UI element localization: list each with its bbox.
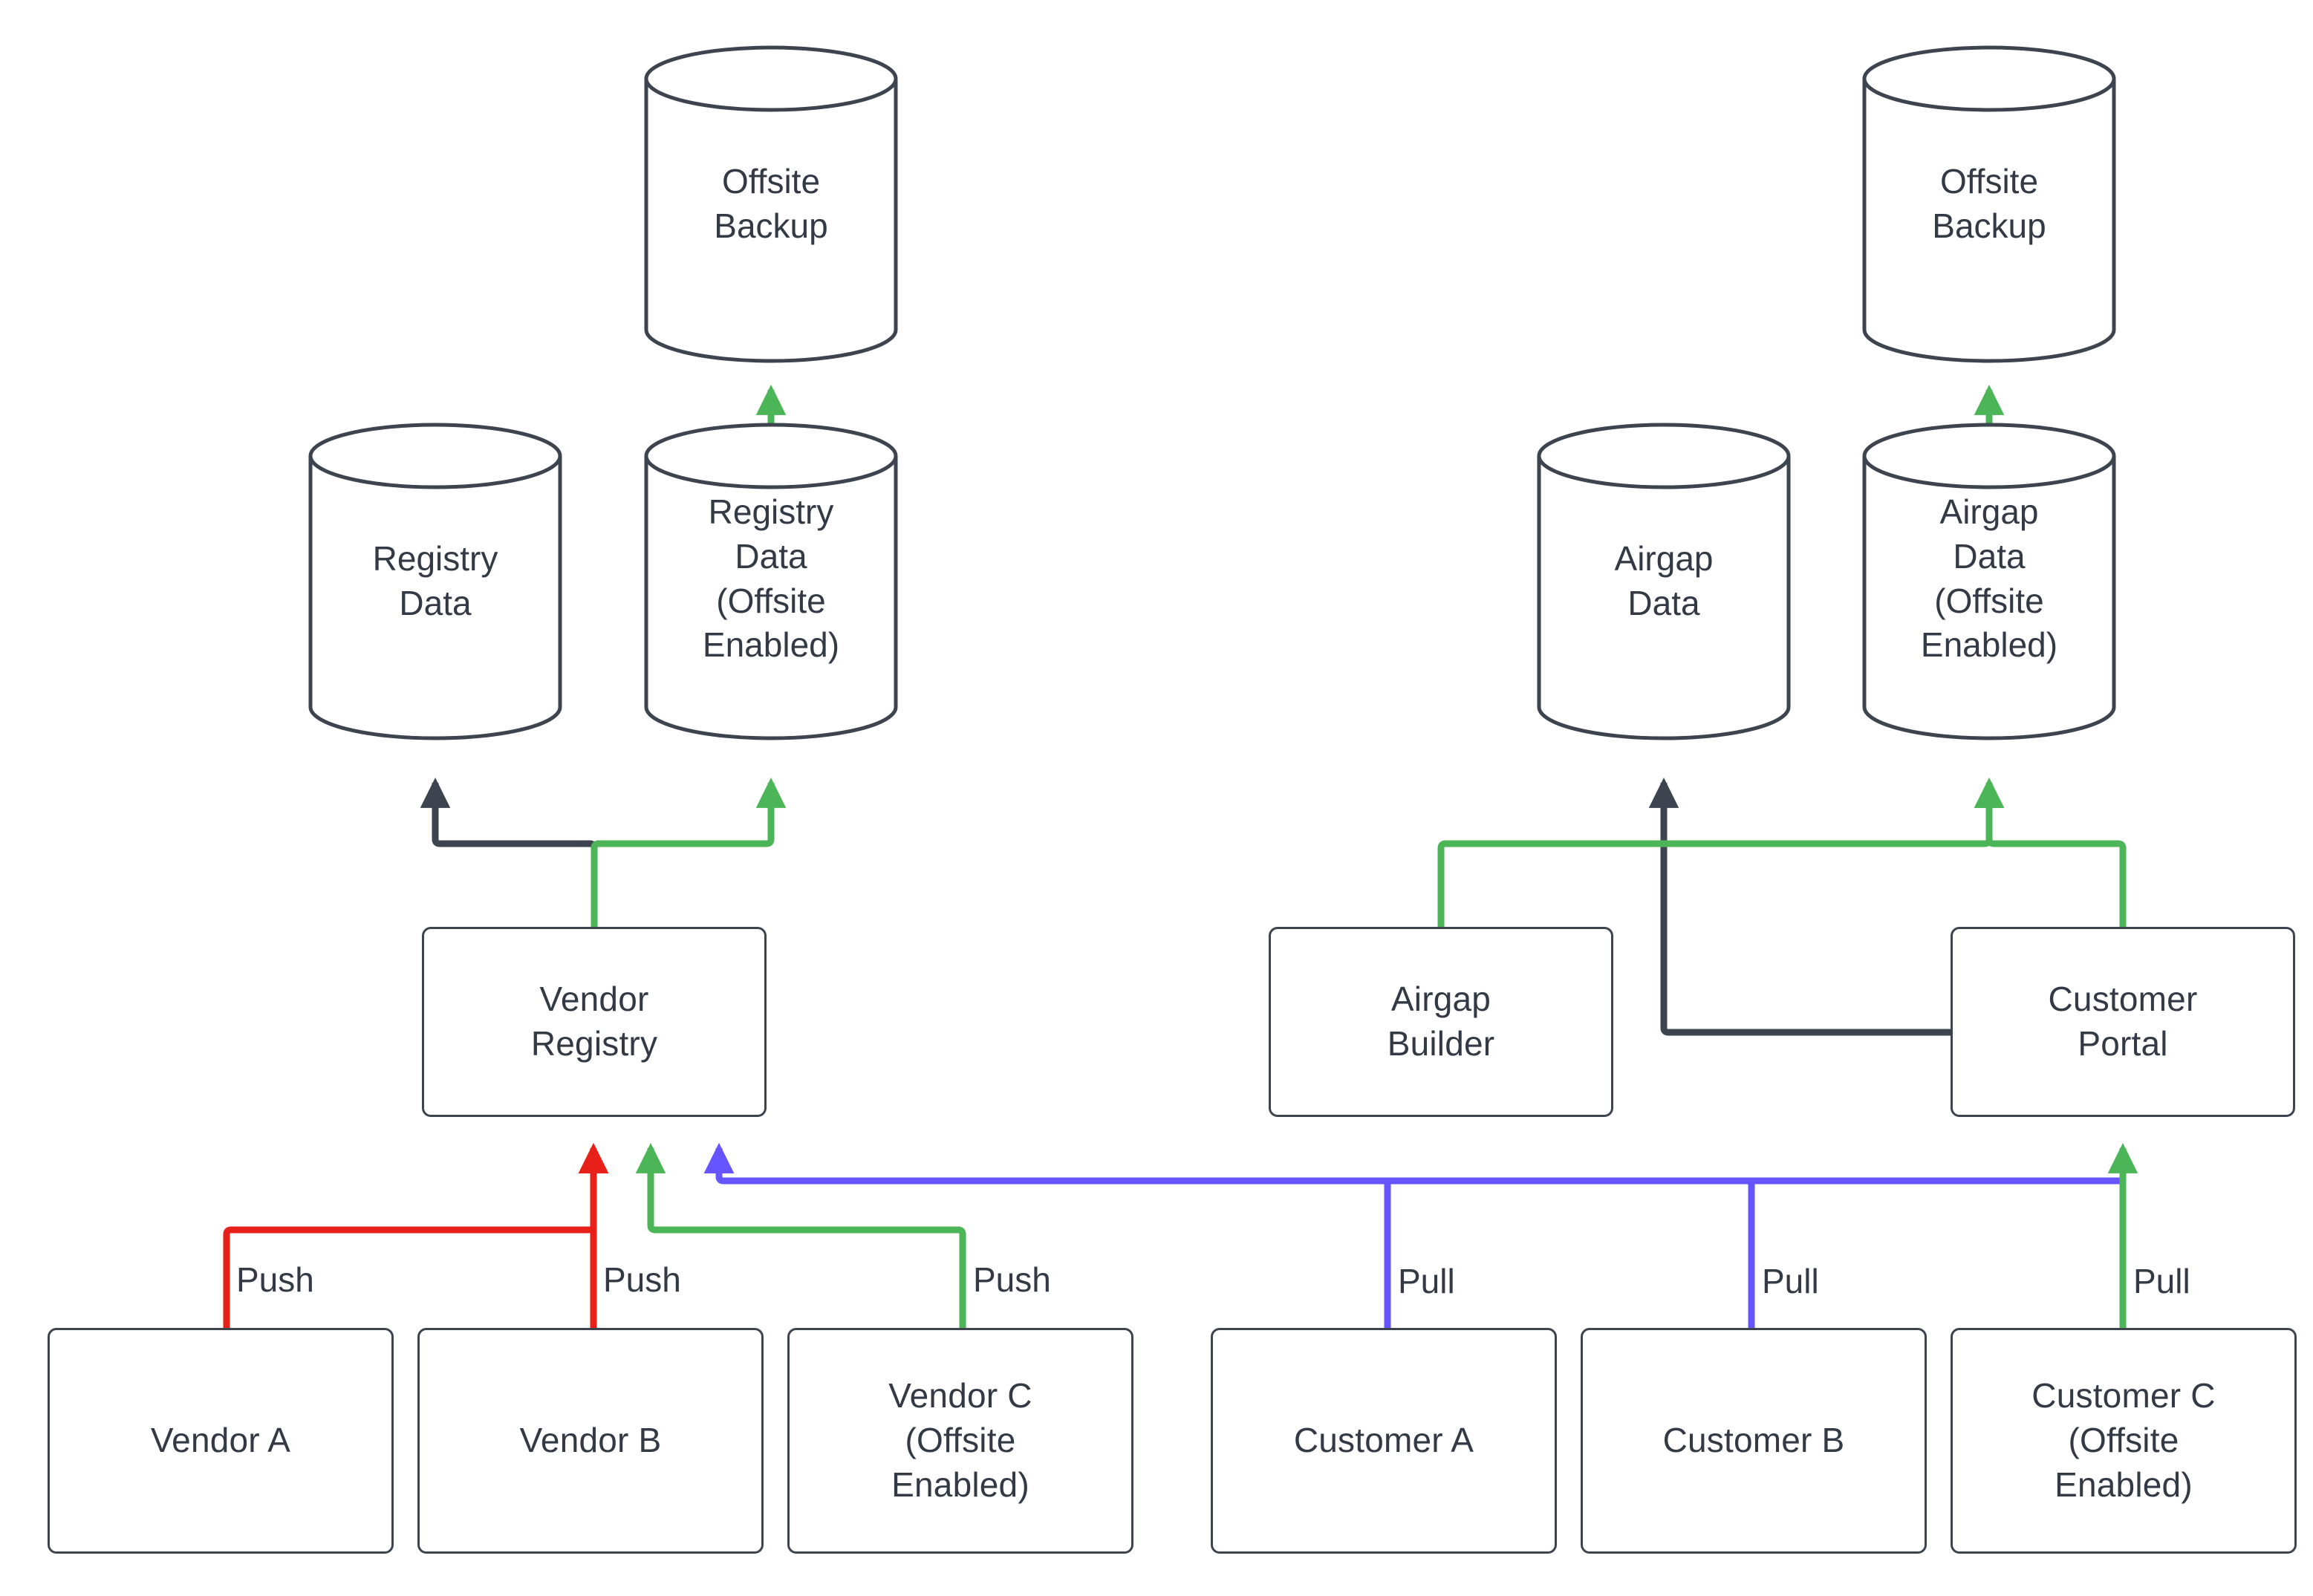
node-airgap-data-offsite[interactable]: Airgap Data (Offsite Enabled) — [1861, 422, 2117, 741]
cylinder-shape — [1862, 45, 2116, 363]
edge-label-pull-customer-b: Pull — [1757, 1263, 1824, 1300]
cylinder-shape — [1537, 423, 1791, 740]
node-airgap-data[interactable]: Airgap Data — [1536, 422, 1792, 741]
edge-airgap-builder-to-airgap-data-offsite — [1437, 777, 2005, 927]
edge-label-push-vendor-b: Push — [599, 1261, 686, 1298]
node-registry-data[interactable]: Registry Data — [308, 422, 563, 741]
edge-vendor-registry-to-registry-data — [420, 777, 598, 853]
edge-vendor-c-to-vendor-registry — [635, 1142, 966, 1328]
node-customer-b[interactable]: Customer B — [1581, 1328, 1927, 1554]
edge-label-pull-customer-c: Pull — [2129, 1263, 2195, 1300]
node-customer-a[interactable]: Customer A — [1211, 1328, 1557, 1554]
edge-vendor-registry-to-registry-data-offsite — [591, 777, 787, 927]
cylinder-shape — [644, 423, 898, 740]
node-vendor-c[interactable]: Vendor C (Offsite Enabled) — [787, 1328, 1133, 1554]
cylinder-shape — [308, 423, 562, 740]
cylinder-shape — [644, 45, 898, 363]
cylinder-shape — [1862, 423, 2116, 740]
edge-customer-portal-to-airgap-data-offsite — [1974, 777, 2127, 927]
edge-customer-a-to-vendor-registry — [703, 1142, 1391, 1328]
node-vendor-b[interactable]: Vendor B — [417, 1328, 764, 1554]
node-label: Customer Portal — [2048, 980, 2198, 1063]
node-vendor-registry[interactable]: Vendor Registry — [422, 927, 767, 1117]
edge-label-push-vendor-c: Push — [969, 1261, 1055, 1298]
node-offsite-backup-left[interactable]: Offsite Backup — [643, 45, 899, 364]
node-label: Vendor B — [519, 1421, 662, 1460]
node-label: Vendor Registry — [530, 980, 658, 1063]
node-label: Vendor C (Offsite Enabled) — [888, 1376, 1032, 1504]
node-offsite-backup-right[interactable]: Offsite Backup — [1861, 45, 2117, 364]
node-airgap-builder[interactable]: Airgap Builder — [1269, 927, 1613, 1117]
edge-label-push-vendor-a: Push — [232, 1261, 319, 1298]
node-label: Customer B — [1662, 1421, 1845, 1460]
edge-label-pull-customer-a: Pull — [1393, 1263, 1460, 1300]
node-registry-data-offsite[interactable]: Registry Data (Offsite Enabled) — [643, 422, 899, 741]
edge-vendor-a-to-vendor-registry — [223, 1142, 609, 1328]
node-customer-c[interactable]: Customer C (Offsite Enabled) — [1951, 1328, 2297, 1554]
edge-customer-b-to-vendor-registry — [703, 1142, 1755, 1328]
node-label: Customer A — [1293, 1421, 1474, 1460]
node-customer-portal[interactable]: Customer Portal — [1951, 927, 2295, 1117]
node-vendor-a[interactable]: Vendor A — [48, 1328, 394, 1554]
node-label: Vendor A — [150, 1421, 291, 1460]
node-label: Customer C (Offsite Enabled) — [2031, 1376, 2216, 1504]
edge-customer-portal-to-airgap-data — [1648, 777, 1955, 1036]
node-label: Airgap Builder — [1387, 980, 1495, 1063]
